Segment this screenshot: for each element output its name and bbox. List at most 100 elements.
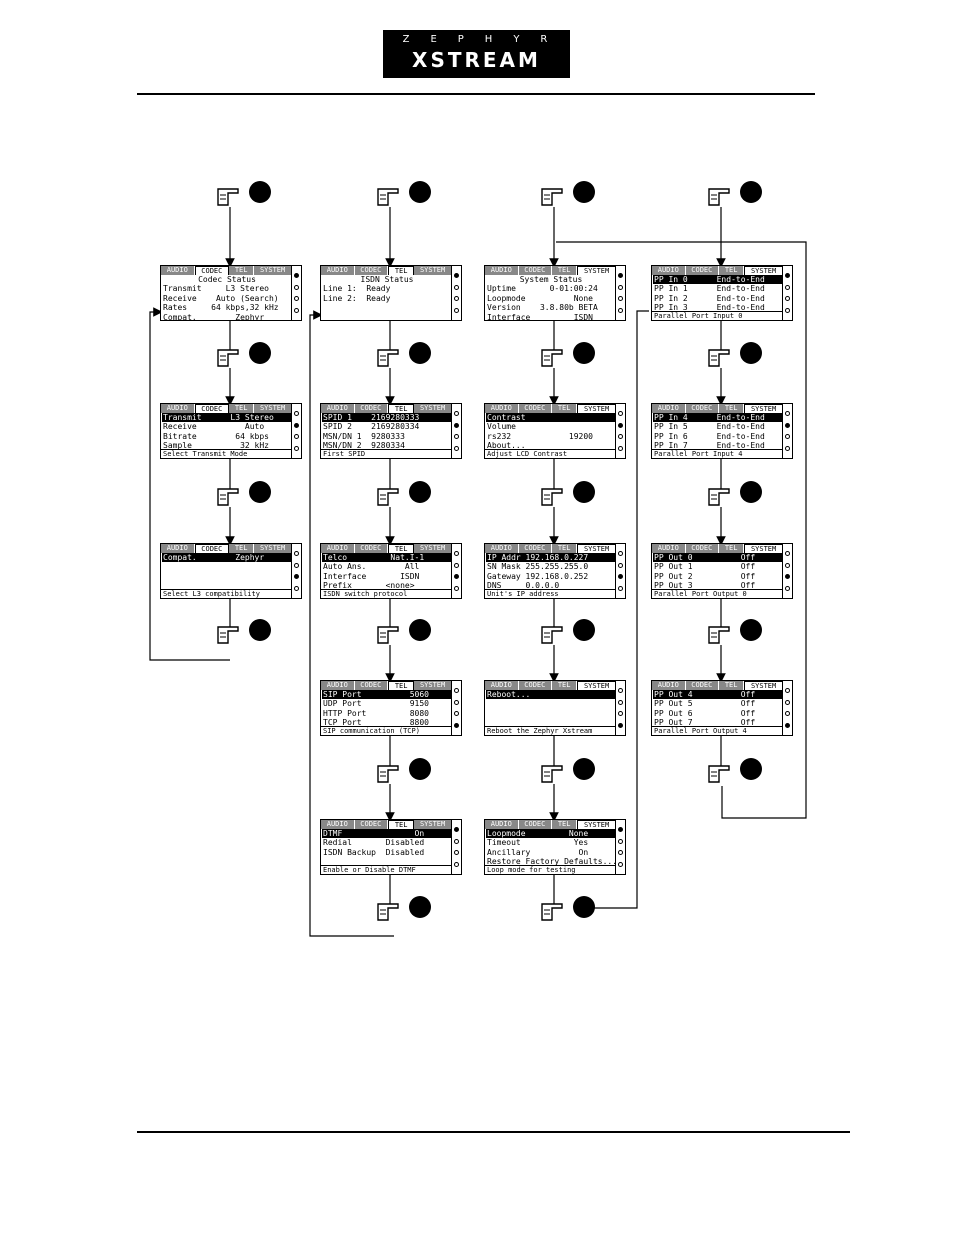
tab-system[interactable]: SYSTEM — [577, 681, 616, 690]
tab-system[interactable]: SYSTEM — [744, 544, 783, 553]
tab-audio[interactable]: AUDIO — [652, 544, 686, 553]
tab-codec[interactable]: CODEC — [686, 266, 720, 275]
menu-row[interactable]: Compat. Zephyr — [163, 312, 265, 321]
tab-codec[interactable]: CODEC — [355, 404, 389, 413]
tab-system[interactable]: SYSTEM — [414, 266, 452, 275]
menu-row[interactable]: PP Out 5 Off — [654, 699, 756, 709]
menu-row[interactable]: Line 1: Ready — [323, 284, 391, 294]
tab-system[interactable]: SYSTEM — [744, 681, 783, 690]
menu-row[interactable]: Auto Ans. All — [323, 562, 420, 572]
tab-codec[interactable]: CODEC — [519, 820, 553, 829]
tab-tel[interactable]: TEL — [719, 681, 745, 690]
tab-system[interactable]: SYSTEM — [254, 404, 292, 413]
menu-row[interactable]: About... — [487, 441, 526, 451]
tab-audio[interactable]: AUDIO — [161, 266, 195, 275]
tab-tel[interactable]: TEL — [552, 404, 578, 413]
tab-audio[interactable]: AUDIO — [321, 681, 355, 690]
menu-row[interactable]: PP Out 3 Off — [654, 581, 756, 591]
menu-row[interactable]: Prefix <none> — [323, 581, 415, 591]
menu-row[interactable]: PP In 3 End-to-End — [654, 303, 765, 313]
tab-tel[interactable]: TEL — [552, 681, 578, 690]
tab-audio[interactable]: AUDIO — [321, 266, 355, 275]
tab-audio[interactable]: AUDIO — [161, 544, 195, 553]
tab-system[interactable]: SYSTEM — [577, 266, 616, 275]
tab-tel[interactable]: TEL — [719, 404, 745, 413]
selected-menu-row[interactable]: Compat. Zephyr — [162, 553, 291, 563]
tab-audio[interactable]: AUDIO — [485, 681, 519, 690]
tab-tel[interactable]: TEL — [388, 681, 415, 690]
tab-tel[interactable]: TEL — [388, 820, 415, 829]
tab-system[interactable]: SYSTEM — [254, 544, 292, 553]
menu-row[interactable]: Timeout Yes — [487, 838, 589, 848]
tab-system[interactable]: SYSTEM — [577, 544, 616, 553]
tab-system[interactable]: SYSTEM — [414, 544, 452, 553]
selected-menu-row[interactable]: DTMF On — [322, 829, 451, 839]
tab-audio[interactable]: AUDIO — [652, 681, 686, 690]
tab-system[interactable]: SYSTEM — [414, 820, 452, 829]
selected-menu-row[interactable]: PP Out 4 Off — [653, 690, 782, 700]
tab-system[interactable]: SYSTEM — [414, 404, 452, 413]
tab-system[interactable]: SYSTEM — [414, 681, 452, 690]
menu-row[interactable]: TCP Port 8800 — [323, 718, 429, 728]
selected-menu-row[interactable]: PP Out 0 Off — [653, 553, 782, 563]
tab-codec[interactable]: CODEC — [194, 544, 230, 553]
menu-row[interactable]: PP In 6 End-to-End — [654, 431, 765, 441]
tab-tel[interactable]: TEL — [388, 266, 415, 275]
tab-tel[interactable]: TEL — [388, 404, 415, 413]
selected-menu-row[interactable]: SPID 1 2169280333 — [322, 413, 451, 423]
tab-tel[interactable]: TEL — [229, 266, 255, 275]
menu-row[interactable]: rs232 19200 — [487, 431, 593, 441]
tab-codec[interactable]: CODEC — [194, 404, 230, 413]
menu-row[interactable]: Receive Auto — [163, 422, 265, 432]
tab-system[interactable]: SYSTEM — [744, 404, 783, 413]
menu-row[interactable]: Rates 64 kbps,32 kHz — [163, 303, 279, 313]
menu-row[interactable]: PP In 7 End-to-End — [654, 441, 765, 451]
tab-system[interactable]: SYSTEM — [577, 820, 616, 829]
tab-audio[interactable]: AUDIO — [485, 266, 519, 275]
tab-tel[interactable]: TEL — [552, 266, 578, 275]
menu-row[interactable]: Line 2: Ready — [323, 293, 391, 303]
tab-tel[interactable]: TEL — [229, 404, 255, 413]
selected-menu-row[interactable]: Transmit L3 Stereo — [162, 413, 291, 423]
tab-audio[interactable]: AUDIO — [321, 404, 355, 413]
selected-menu-row[interactable]: Loopmode None — [486, 829, 615, 839]
menu-row[interactable]: PP Out 1 Off — [654, 562, 756, 572]
menu-row[interactable]: Ancillary On — [487, 847, 589, 857]
menu-row[interactable]: Sample 32 kHz — [163, 441, 269, 451]
menu-row[interactable]: Bitrate 64 kbps — [163, 431, 269, 441]
menu-row[interactable]: Codec Status — [198, 275, 256, 284]
menu-row[interactable]: ISDN Backup Disabled — [323, 847, 425, 857]
tab-system[interactable]: SYSTEM — [744, 266, 783, 275]
tab-codec[interactable]: CODEC — [355, 544, 389, 553]
menu-row[interactable]: Gateway 192.168.0.252 — [487, 571, 589, 581]
tab-tel[interactable]: TEL — [552, 544, 578, 553]
selected-menu-row[interactable]: Contrast — [486, 413, 615, 423]
tab-audio[interactable]: AUDIO — [161, 404, 195, 413]
menu-row[interactable]: PP In 2 End-to-End — [654, 293, 765, 303]
tab-codec[interactable]: CODEC — [686, 544, 720, 553]
menu-row[interactable]: Interface ISDN — [323, 571, 420, 581]
tab-tel[interactable]: TEL — [719, 544, 745, 553]
menu-row[interactable]: SN Mask 255.255.255.0 — [487, 562, 589, 572]
tab-codec[interactable]: CODEC — [355, 266, 389, 275]
selected-menu-row[interactable]: IP Addr 192.168.0.227 — [486, 553, 615, 563]
selected-menu-row[interactable]: Telco Nat.I-1 — [322, 553, 451, 563]
selected-menu-row[interactable]: PP In 4 End-to-End — [653, 413, 782, 423]
menu-row[interactable]: MSN/DN 1 9280333 — [323, 431, 405, 441]
tab-codec[interactable]: CODEC — [355, 820, 389, 829]
tab-audio[interactable]: AUDIO — [652, 266, 686, 275]
tab-system[interactable]: SYSTEM — [254, 266, 292, 275]
menu-row[interactable]: Redial Disabled — [323, 838, 425, 848]
menu-row[interactable]: Receive Auto (Search) — [163, 293, 279, 303]
